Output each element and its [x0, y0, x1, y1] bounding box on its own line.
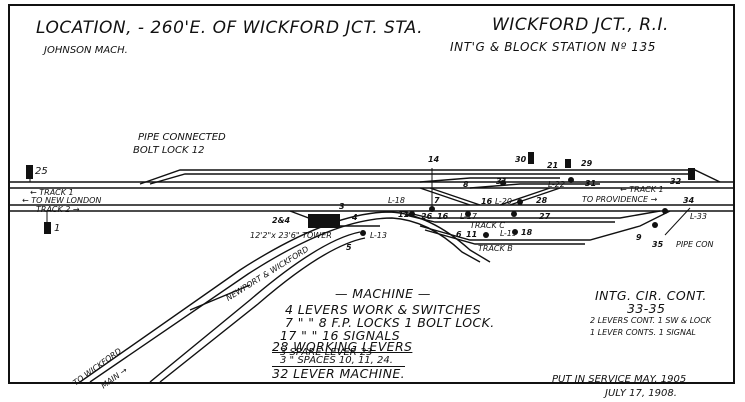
num-28: 28	[536, 196, 548, 205]
num-6: 6	[456, 230, 462, 239]
num-11: 11	[466, 230, 478, 239]
signal-30	[528, 152, 534, 164]
tower	[308, 214, 340, 228]
location-text: LOCATION, - 260'E. OF WICKFORD JCT. STA.	[36, 18, 423, 38]
num-l17: L-17	[460, 212, 477, 221]
service-date-1: PUT IN SERVICE MAY, 1905	[552, 374, 687, 385]
intg-line-1: 2 LEVERS CONT. 1 SW & LOCK	[590, 316, 712, 325]
diagram-frame	[8, 4, 735, 384]
signal-32	[688, 168, 695, 180]
intg-line-2: 1 LEVER CONTS. 1 SIGNAL	[590, 328, 696, 337]
num-2-4: 2&4	[272, 216, 291, 225]
machine-line-1: 4 LEVERS WORK & SWITCHES	[285, 302, 481, 317]
machine-line-2: 7 " " 8 F.P. LOCKS 1 BOLT LOCK.	[285, 315, 495, 330]
num-l18: L-18	[388, 196, 405, 205]
num-3: 3	[339, 202, 345, 211]
num-25: 25	[35, 166, 48, 177]
num-16a: 16	[437, 212, 449, 221]
machine-line-4: 28 WORKING LEVERS	[272, 339, 413, 354]
service-date-2: JULY 17, 1908.	[605, 388, 677, 399]
machine-line-7: 32 LEVER MACHINE.	[272, 366, 406, 381]
track-c	[399, 210, 661, 219]
to-providence-label: TO PROVIDENCE →	[582, 195, 658, 204]
machine-line-5: 3 SPARE LEVER 23	[280, 347, 373, 358]
machine-line-3: 17 " " 16 SIGNALS	[280, 328, 401, 343]
wickford-branch	[79, 211, 491, 383]
machine-line-6: 3 " SPACES 10, 11, 24.	[280, 355, 393, 366]
num-26: 26	[421, 212, 433, 221]
track-1-right-label: ← TRACK 1	[620, 185, 664, 194]
bolt-lock-label: BOLT LOCK 12	[133, 145, 205, 156]
num-8: 8	[463, 180, 469, 189]
num-4: 4	[352, 213, 358, 222]
signal-25	[26, 165, 33, 179]
num-9: 9	[636, 233, 642, 242]
num-31a: 31	[496, 177, 508, 186]
num-21: 21	[547, 161, 559, 170]
intg-title: INTG. CIR. CONT.	[595, 288, 707, 303]
track-b	[419, 210, 671, 241]
intg-range: 33-35	[627, 301, 666, 316]
num-16b: 16	[481, 197, 493, 206]
pipe-connected-label: PIPE CONNECTED	[138, 132, 226, 143]
num-31b: 31	[585, 179, 597, 188]
machine-maker: JOHNSON MACH.	[44, 45, 128, 56]
num-5: 5	[346, 243, 352, 252]
num-34: 34	[683, 196, 695, 205]
num-1: 1	[54, 223, 61, 234]
pipe-con-label: PIPE CON	[676, 240, 714, 249]
num-18: 18	[521, 228, 533, 237]
num-30: 30	[515, 155, 527, 164]
num-l33: L-33	[690, 212, 707, 221]
num-7: 7	[434, 196, 440, 205]
num-29: 29	[581, 159, 593, 168]
track-b-label: TRACK B	[478, 244, 513, 253]
num-35: 35	[652, 240, 664, 249]
tower-label: 12'2"x 23'6" TOWER	[250, 231, 332, 240]
to-new-london-label: ← TO NEW LONDON	[22, 196, 102, 205]
num-14: 14	[428, 155, 440, 164]
signal-1	[44, 222, 51, 234]
machine-title: — MACHINE —	[335, 286, 431, 301]
num-11b: 11	[398, 210, 410, 219]
track-1-left-label: ← TRACK 1	[30, 188, 74, 197]
num-l19: L-19	[500, 229, 517, 238]
station-type: INT'G & BLOCK STATION Nº 135	[450, 40, 656, 54]
num-l20: L-20	[495, 197, 512, 206]
station-name: WICKFORD JCT., R.I.	[492, 15, 669, 35]
num-32: 32	[670, 177, 682, 186]
num-l22: L-22	[548, 180, 565, 189]
track-c-label: TRACK C	[470, 221, 505, 230]
track-2-left-label: TRACK 2 →	[36, 205, 80, 214]
siding-upper	[139, 169, 721, 185]
signal-29	[565, 159, 571, 168]
num-27: 27	[539, 212, 551, 221]
num-l13: L-13	[370, 231, 387, 240]
